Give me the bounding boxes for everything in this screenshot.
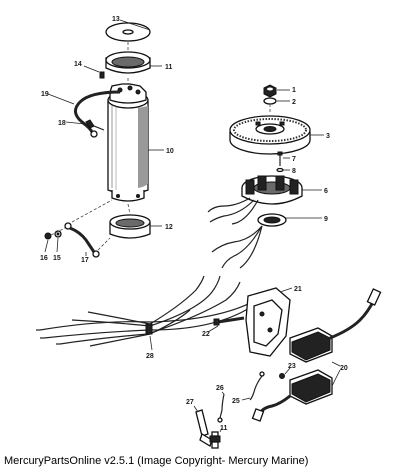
- bolt-part-21: [213, 316, 245, 326]
- washer-part-12: [105, 22, 151, 42]
- lead-wire-part-18: [74, 90, 121, 138]
- callout-19: 20: [340, 365, 348, 372]
- bolt-part-17: [85, 119, 105, 131]
- callout-10: 10: [166, 148, 174, 155]
- screw-part-7: [277, 151, 283, 166]
- harness-part-28: [36, 275, 269, 347]
- callout-12: 13: [112, 16, 120, 23]
- spark-plug-boot-part-26: [195, 409, 213, 447]
- callout-18: 19: [41, 91, 49, 98]
- callout-1: 1: [292, 87, 296, 94]
- flywheel-part-3: [229, 115, 311, 155]
- callout-25: 26: [216, 385, 224, 392]
- image-caption: MercuryPartsOnline v2.5.1 (Image Copyrig…: [4, 455, 309, 467]
- trigger-part-9: [257, 213, 287, 227]
- spark-plug-part-27: [209, 431, 221, 449]
- callout-26: 27: [186, 399, 194, 406]
- starter-motor-part-10: [107, 83, 149, 202]
- bracket-part-20: [245, 287, 291, 357]
- coil-part-19-upper: [289, 288, 382, 363]
- nut-part-1: [263, 84, 277, 98]
- washer-part-2: [263, 97, 277, 105]
- callout-22: 23: [288, 363, 296, 370]
- callout-2: 2: [292, 99, 296, 106]
- callout-3: 3: [326, 133, 330, 140]
- nut-part-15: [44, 232, 52, 240]
- coil-part-19-lower: [251, 369, 333, 422]
- callout-13: 14: [74, 61, 82, 68]
- callout-27: 11: [220, 425, 228, 432]
- wire-part-25: [217, 393, 225, 423]
- callout-8: 8: [292, 168, 296, 175]
- stator-part-6: [241, 175, 303, 205]
- cable-part-16: [64, 222, 100, 258]
- callout-11-top: 11: [165, 64, 173, 71]
- callout-16: 17: [81, 257, 89, 264]
- stator-wires: [207, 197, 263, 269]
- callout-9: 9: [324, 216, 328, 223]
- wire-part-23: [249, 371, 265, 401]
- callout-11-bottom: 12: [165, 224, 173, 231]
- callout-6: 6: [324, 188, 328, 195]
- callout-17: 18: [58, 120, 66, 127]
- washer-part-8: [276, 167, 284, 173]
- screw-part-13: [99, 71, 105, 79]
- callout-15: 16: [40, 255, 48, 262]
- callout-20: 21: [294, 286, 302, 293]
- nut-part-22: [279, 373, 285, 379]
- callout-23: 25: [232, 398, 240, 405]
- collar-part-11-bottom: [109, 214, 151, 239]
- callout-7: 7: [292, 156, 296, 163]
- callout-21: 22: [202, 331, 210, 338]
- callout-14: 15: [53, 255, 61, 262]
- callout-28: 28: [146, 353, 154, 360]
- parts-diagram: 13 11 14 19 18 10 12 16 15 17 1 2 3 7 8 …: [36, 16, 382, 449]
- cap-part-11-top: [105, 51, 151, 74]
